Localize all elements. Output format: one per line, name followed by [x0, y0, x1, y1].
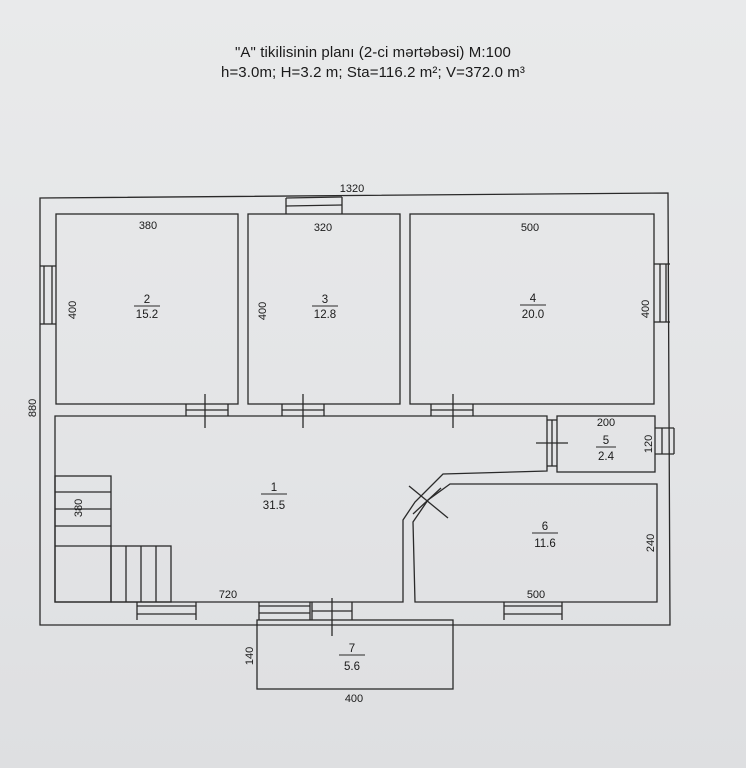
- window-left: [40, 265, 56, 325]
- room-4-number: 4: [530, 293, 537, 305]
- plan-title: "A" tikilisinin planı (2-ci mərtəbəsi) M…: [235, 44, 511, 61]
- door-room-4: [430, 394, 474, 428]
- room-1-label: 1 31.5: [261, 482, 287, 512]
- room-5-number: 5: [603, 435, 609, 447]
- room-3-label: 3 12.8: [312, 294, 338, 321]
- door-room-3: [281, 394, 325, 428]
- room-7-number: 7: [349, 643, 355, 655]
- room-2-number: 2: [144, 294, 150, 306]
- room-5-label: 5 2.4: [596, 435, 616, 463]
- room-1-number: 1: [271, 482, 277, 494]
- outer-wall: [39, 192, 671, 626]
- dim-room-2-height: 400: [67, 301, 79, 319]
- room-4-area: 20.0: [522, 309, 544, 321]
- dim-room-6-height: 240: [645, 534, 657, 552]
- dim-room-3-width: 320: [314, 222, 332, 234]
- dim-room-6-width: 500: [527, 589, 545, 601]
- dim-room-7-height: 140: [244, 647, 256, 665]
- room-6-outline: [412, 483, 658, 603]
- dim-stair-length: 380: [73, 499, 85, 517]
- dim-total-width: 1320: [340, 183, 364, 195]
- door-balcony: [311, 598, 353, 636]
- room-5-outline: [556, 415, 656, 473]
- dim-room-4-height: 400: [640, 300, 652, 318]
- dim-room-5-width: 200: [597, 417, 615, 429]
- room-6-number: 6: [542, 521, 548, 533]
- room-1-outline: [54, 415, 548, 603]
- room-4-label: 4 20.0: [520, 293, 546, 321]
- window-bottom-left: [136, 602, 197, 620]
- room-3-number: 3: [322, 294, 328, 306]
- door-room-5: [536, 419, 568, 467]
- room-1-area: 31.5: [263, 500, 285, 512]
- window-bottom-right: [503, 602, 563, 620]
- dim-room-2-width: 380: [139, 220, 157, 232]
- room-6-label: 6 11.6: [532, 521, 558, 550]
- room-2-area: 15.2: [136, 309, 158, 321]
- staircase: [54, 475, 172, 603]
- room-2-outline: [55, 213, 239, 405]
- dim-room-3-height: 400: [257, 302, 269, 320]
- room-5-area: 2.4: [598, 451, 615, 463]
- dim-room-4-width: 500: [521, 222, 539, 234]
- door-room-2: [185, 394, 229, 428]
- window-top: [285, 196, 343, 214]
- room-7-area: 5.6: [344, 661, 360, 673]
- window-room-5: [655, 427, 675, 455]
- room-3-area: 12.8: [314, 309, 336, 321]
- room-4-outline: [409, 213, 655, 405]
- plan-parameters: h=3.0m; H=3.2 m; Sta=116.2 m²; V=372.0 m…: [221, 64, 525, 81]
- room-6-area: 11.6: [534, 538, 556, 550]
- window-right: [654, 263, 670, 323]
- dim-total-height: 880: [27, 399, 39, 417]
- room-2-label: 2 15.2: [134, 294, 160, 321]
- dim-room-7-width: 400: [345, 693, 363, 705]
- door-room-6: [408, 485, 449, 519]
- dim-room-1-width: 720: [219, 589, 237, 601]
- room-7-label: 7 5.6: [339, 643, 365, 673]
- room-7-outline: [256, 619, 454, 690]
- dim-room-5-height: 120: [643, 435, 655, 453]
- window-bottom-center: [258, 602, 311, 620]
